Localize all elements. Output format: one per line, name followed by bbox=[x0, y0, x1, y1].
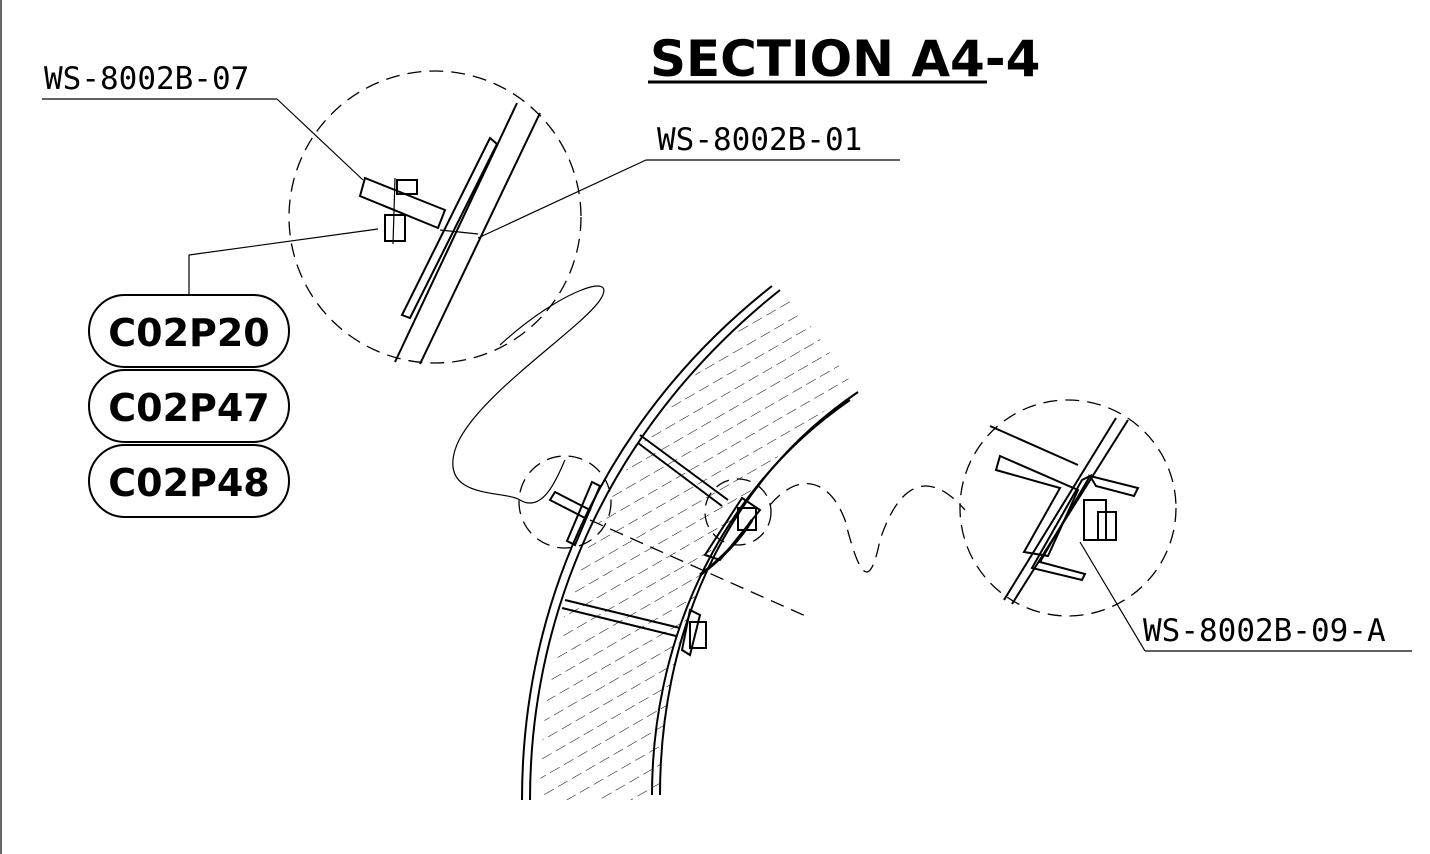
detail-circle-top-left bbox=[288, 70, 582, 365]
tag-leader bbox=[188, 228, 379, 295]
section-title: SECTION A4-4 bbox=[650, 30, 1040, 88]
callout-top-left: WS-8002B-07 bbox=[42, 61, 364, 181]
tag-label-c02p20: C02P20 bbox=[108, 311, 270, 355]
callout-label-ws-8002b-09-a: WS-8002B-09-A bbox=[1143, 613, 1386, 649]
tag-c02p47: C02P47 bbox=[88, 369, 290, 443]
break-line-left bbox=[452, 285, 605, 504]
callout-bottom-right: WS-8002B-09-A bbox=[1079, 541, 1412, 652]
tag-c02p20: C02P20 bbox=[88, 294, 290, 368]
curved-wall-section bbox=[518, 285, 859, 801]
callout-label-ws-8002b-07: WS-8002B-07 bbox=[44, 61, 249, 97]
tag-label-c02p48: C02P48 bbox=[108, 461, 270, 505]
break-line-right bbox=[769, 483, 966, 573]
tag-c02p48: C02P48 bbox=[88, 444, 290, 518]
callout-top-right: WS-8002B-01 bbox=[477, 122, 900, 239]
detail-circle-right bbox=[959, 399, 1177, 617]
tag-label-c02p47: C02P47 bbox=[108, 386, 270, 430]
callout-label-ws-8002b-01: WS-8002B-01 bbox=[657, 122, 862, 158]
